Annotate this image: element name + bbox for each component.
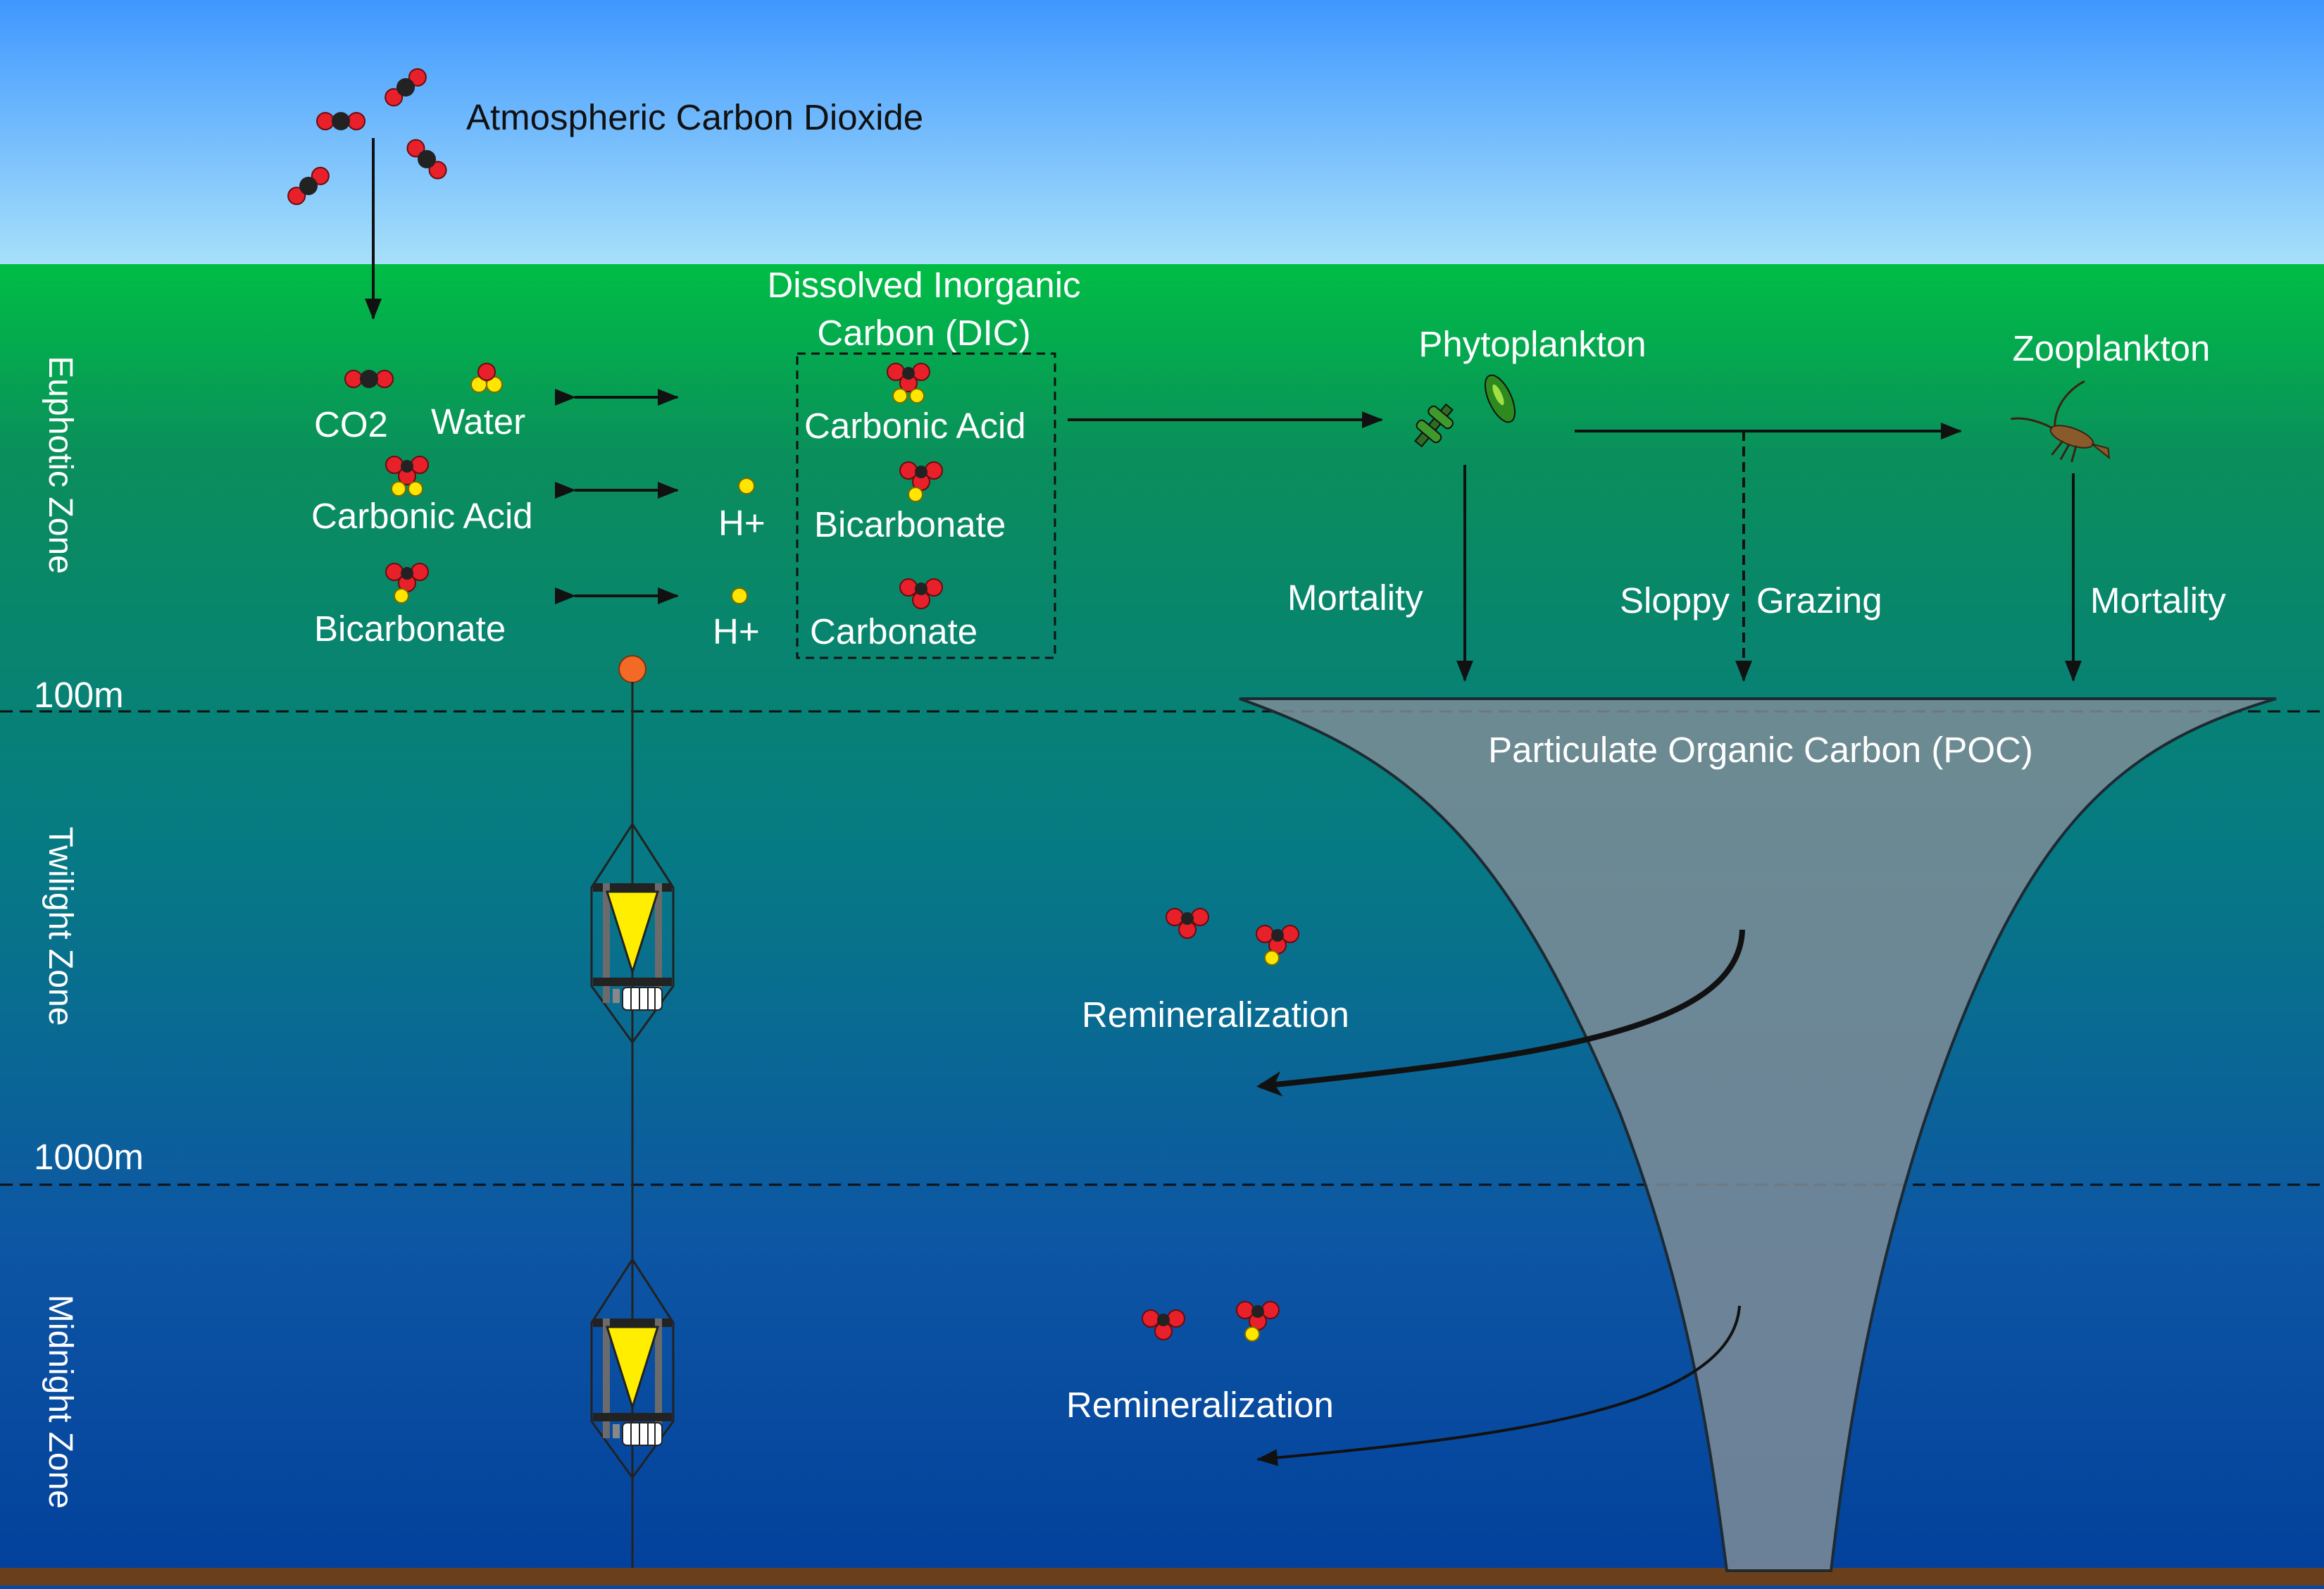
co2-molecule-icon — [344, 369, 394, 389]
co2-molecule-icon — [316, 111, 366, 131]
diatom-icon — [1484, 374, 1516, 423]
dic-item-carbonate: Carbonate — [810, 611, 977, 652]
water-label: Water — [431, 401, 525, 442]
zone-label-euphotic: Euphotic Zone — [42, 356, 79, 574]
surface-buoy-icon — [618, 655, 646, 683]
remineralization-arrow — [1256, 929, 1745, 1097]
dic-item-bicarbonate: Bicarbonate — [814, 504, 1006, 544]
co2-label: CO2 — [314, 404, 388, 444]
sloppy-label: Sloppy — [1620, 580, 1730, 621]
poc-funnel — [1239, 697, 2277, 1572]
phyto-mortality-label: Mortality — [1287, 578, 1423, 618]
zoo-mortality-label: Mortality — [2090, 580, 2226, 621]
dic-title-line1: Dissolved Inorganic — [767, 265, 1080, 305]
zooplankton-icon — [2011, 380, 2111, 463]
remineralization-arrow — [1256, 1305, 1741, 1466]
zone-label-twilight: Twilight Zone — [42, 827, 79, 1026]
dic-item-carbonic-acid: Carbonic Acid — [804, 406, 1026, 446]
bicarbonate-label: Bicarbonate — [314, 609, 506, 649]
dic-box — [796, 352, 1056, 659]
zooplankton-label: Zooplankton — [2013, 328, 2211, 368]
depth-label-100m: 100m — [34, 675, 124, 715]
proton-icon — [731, 587, 748, 604]
dic-title-line2: Carbon (DIC) — [817, 313, 1030, 353]
depth-label-1000m: 1000m — [34, 1137, 144, 1177]
phytoplankton-icon — [1414, 403, 1454, 448]
carbonic-acid-label: Carbonic Acid — [311, 496, 533, 536]
atmosphere-label: Atmospheric Carbon Dioxide — [466, 97, 923, 137]
sky — [0, 0, 2324, 264]
proton-icon — [738, 478, 755, 494]
poc-label: Particulate Organic Carbon (POC) — [1488, 730, 2033, 770]
grazing-label: Grazing — [1756, 580, 1882, 621]
remineralization-label-midnight: Remineralization — [1066, 1385, 1334, 1425]
proton-label: H+ — [718, 503, 766, 543]
zone-label-midnight: Midnight Zone — [42, 1295, 79, 1509]
remineralization-label-twilight: Remineralization — [1082, 995, 1349, 1035]
seafloor — [0, 1568, 2324, 1585]
phytoplankton-label: Phytoplankton — [1418, 324, 1646, 364]
proton-label: H+ — [713, 611, 760, 652]
